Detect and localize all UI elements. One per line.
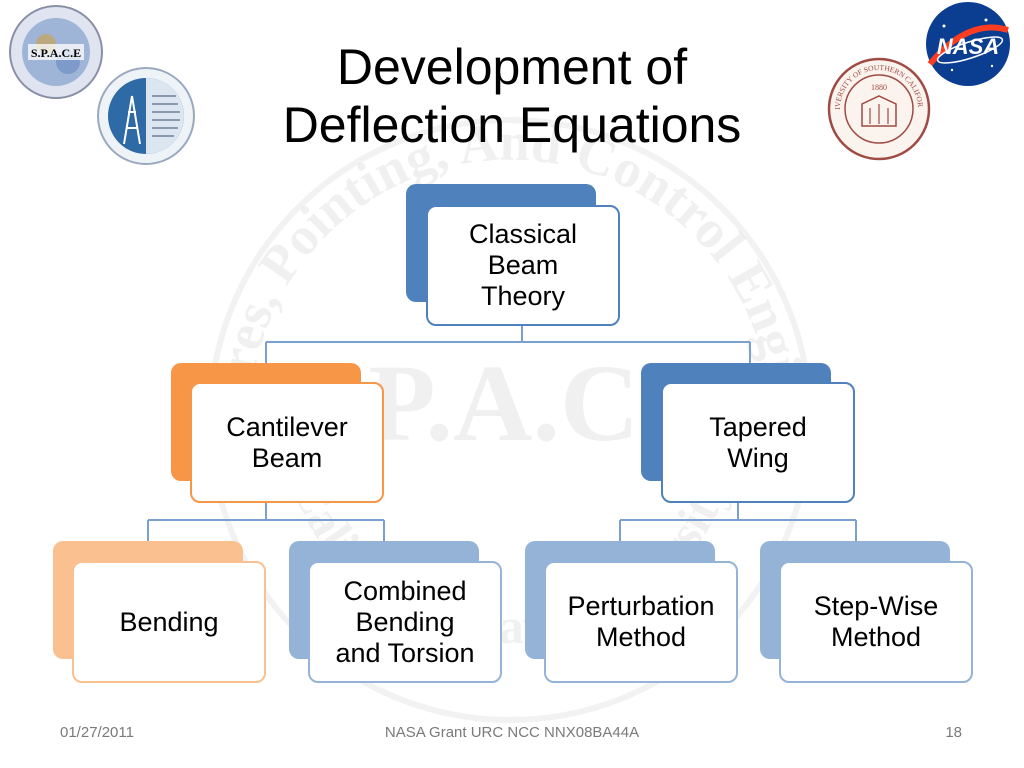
tapered-wing-label: Tapered Wing [709, 411, 807, 473]
perturbation-method-label: Perturbation Method [567, 591, 715, 652]
perturbation-method-node: Perturbation Method [544, 561, 738, 683]
space-logo-text: S.P.A.C.E [31, 46, 81, 60]
bending-label: Bending [119, 606, 219, 637]
usc-seal-year: 1880 [871, 83, 887, 92]
bending-node: Bending [72, 561, 266, 683]
footer-date: 01/27/2011 [60, 724, 134, 741]
usc-seal: UNIVERSITY OF SOUTHERN CALIFORNIA 1880 [823, 49, 932, 162]
root-node-label: Classical Beam Theory [468, 219, 578, 311]
csula-logo [96, 66, 196, 166]
combined-bending-torsion-label: Combined Bending and Torsion [335, 575, 475, 668]
connector-left [147, 503, 385, 541]
connector-root [265, 326, 751, 363]
space-logo: S.P.A.C.E [8, 4, 104, 100]
step-wise-method-label: Step-Wise Method [813, 591, 939, 652]
cantilever-beam-label: Cantilever Beam [226, 411, 348, 473]
step-wise-method-node: Step-Wise Method [779, 561, 973, 683]
nasa-logo: NASA [922, 0, 1014, 90]
nasa-logo-text: NASA [937, 34, 999, 59]
combined-bending-torsion-node: Combined Bending and Torsion [308, 561, 502, 683]
connector-right [619, 503, 857, 541]
slide-number: 18 [945, 724, 962, 741]
slide-title: Development of Deflection Equations [282, 39, 742, 153]
root-node: Classical Beam Theory [426, 205, 620, 326]
footer-grant: NASA Grant URC NCC NNX08BA44A [384, 724, 640, 741]
cantilever-beam-node: Cantilever Beam [190, 382, 384, 503]
tapered-wing-node: Tapered Wing [661, 382, 855, 503]
